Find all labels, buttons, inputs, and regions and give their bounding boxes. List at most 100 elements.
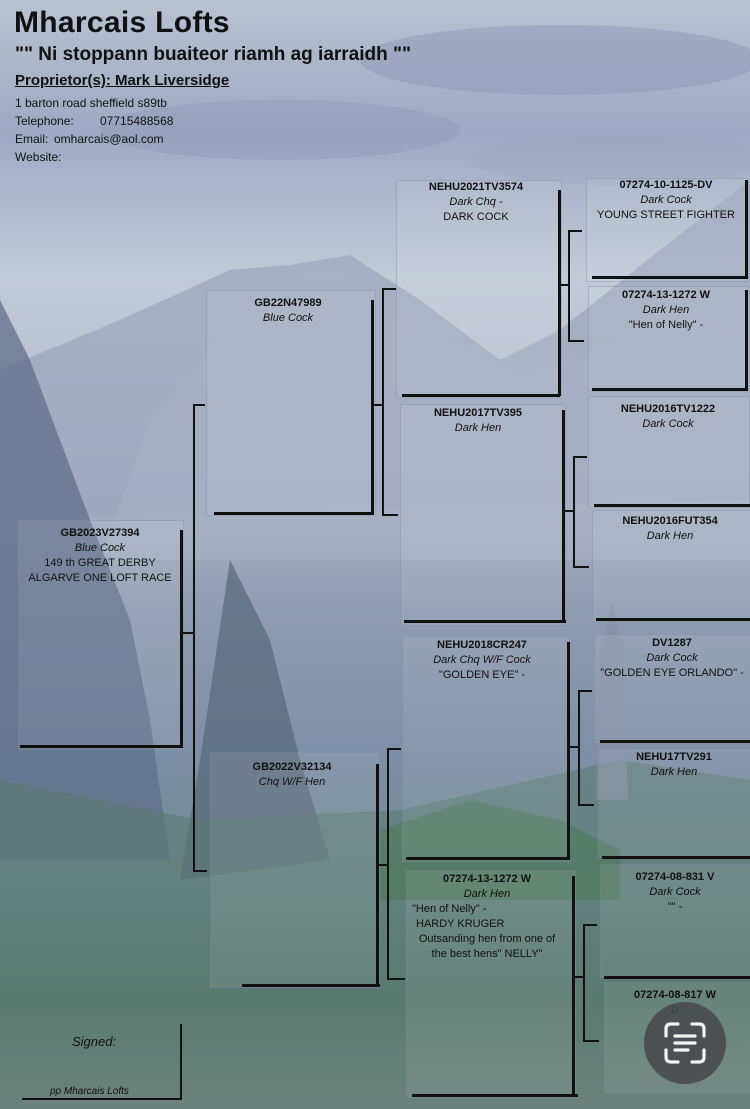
bird-comment-3: the best hens" NELLY" [431,948,543,960]
subject-bracket-bottom [193,870,207,872]
colour: Dark Cock [649,886,701,898]
dam-bracket-bottom [387,978,405,980]
dd-box [406,870,576,1098]
sds-underline [594,504,750,507]
sd-bracket-bottom [573,566,589,568]
dam-bracket [387,748,389,980]
loft-motto: "" Ni stoppann buaiteor riamh ag iarraid… [15,44,412,65]
ds-box [402,636,570,862]
subject-bird: GB2023V27394 Blue Cock 149 th GREAT DERB… [18,526,182,586]
ring-number: 07274-13-1272 W [442,873,532,885]
ss-bracket [568,230,570,342]
bird-name: "" - [667,901,683,913]
ds-right-line [567,642,570,860]
dds-box [600,864,750,978]
sire-bracket-top [382,288,396,290]
bird-comment-2: Outsanding hen from one of [418,933,556,945]
sd-right-line [562,410,565,622]
ssd-bird: 07274-13-1272 W Dark Hen "Hen of Nelly" … [586,288,746,333]
sire-bracket-bottom [382,514,398,516]
ds-underline [406,857,570,860]
dam-bracket-top [387,748,401,750]
website-label: Website: [15,150,62,164]
ring-number: 07274-13-1272 W [621,289,711,301]
dss-underline [600,740,750,743]
sire-box [206,290,376,516]
ds-bird: NEHU2018CR247 Dark Chq W/F Cock "GOLDEN … [400,638,564,683]
ring-number: NEHU2016FUT354 [622,515,718,527]
dam-connector [379,864,387,866]
ss-right-line [558,190,561,396]
sdd-box [592,510,750,622]
ring-number: NEHU2021TV3574 [428,181,524,193]
ring-number: NEHU2016TV1222 [620,403,716,415]
bird-name: "Hen of Nelly" - [412,903,487,915]
dam-box [210,752,380,988]
dds-bird: 07274-08-831 V Dark Cock "" - [600,870,750,915]
ring-number: GB2022V32134 [252,761,332,773]
ds-connector [570,746,578,748]
sd-bird: NEHU2017TV395 Dark Hen [398,406,558,436]
subject-underline [20,745,183,748]
colour: Dark Hen [650,766,698,778]
dd-right-line [572,876,575,1096]
sss-right-line [745,180,748,278]
ssd-right-line [745,290,748,390]
colour: Dark Hen [463,888,511,900]
signed-by: pp Mharcais Lofts [50,1086,129,1097]
sd-bracket [573,456,575,568]
ssd-box [588,286,750,392]
bird-name: DARK COCK [443,211,509,223]
sire-right-line [371,300,374,514]
signature-box-line [180,1024,182,1098]
ring-number: NEHU2018CR247 [437,639,527,651]
ss-bird: NEHU2021TV3574 Dark Chq - DARK COCK [396,180,556,225]
colour: Dark Hen [642,304,690,316]
dss-box [594,634,750,744]
ring-number: 07274-08-831 V [635,871,715,883]
colour: Dark Hen [646,530,694,542]
ds-bracket [578,690,580,806]
proprietor: Proprietor(s): Mark Liversidge [15,72,230,89]
colour: Blue Cock [262,312,314,324]
colour: Dark Chq - [449,196,503,208]
sss-box [586,178,748,282]
email-label: Email: [15,132,49,146]
ds-bracket-top [578,690,592,692]
loft-title: Mharcais Lofts [14,6,230,39]
dsd-underline [602,856,750,859]
sds-bird: NEHU2016TV1222 Dark Cock [588,402,748,432]
dsd-box [598,748,750,858]
colour: Blue Cock [74,542,126,554]
ring-number: 07274-10-1125-DV [619,179,713,191]
subject-right-line [180,530,183,747]
ss-connector [561,284,568,286]
dd-underline [412,1094,578,1097]
colour: Dark Chq W/F Cock [433,654,531,666]
dd-bird: 07274-13-1272 W Dark Hen "Hen of Nelly" … [404,872,570,962]
sd-underline [404,620,566,623]
email: omharcais@aol.com [54,132,164,146]
sdd-bird: NEHU2016FUT354 Dark Hen [590,514,750,544]
ring-number: GB22N47989 [254,297,322,309]
sd-bracket-top [573,456,587,458]
dam-bird: GB2022V32134 Chq W/F Hen [210,760,374,790]
ss-bracket-top [568,230,582,232]
dd-bracket [583,924,585,1042]
bird-name: YOUNG STREET FIGHTER [597,209,735,221]
subject-connector [183,632,193,634]
sds-box [588,396,750,508]
dd-connector [575,976,583,978]
sire-connector [374,404,382,406]
signed-label: Signed: [72,1034,117,1049]
telephone-label: Telephone: [15,114,74,128]
colour: Dark Cock [640,194,692,206]
sss-bird: 07274-10-1125-DV Dark Cock YOUNG STREET … [586,178,746,223]
dd-bracket-top [583,924,597,926]
ring-number: NEHU2017TV395 [433,407,523,419]
bird-name: 149 th GREAT DERBY [44,557,156,569]
ring-number: DV1287 [652,637,692,649]
sdd-underline [596,618,750,621]
scan-text-button[interactable] [644,1002,726,1084]
